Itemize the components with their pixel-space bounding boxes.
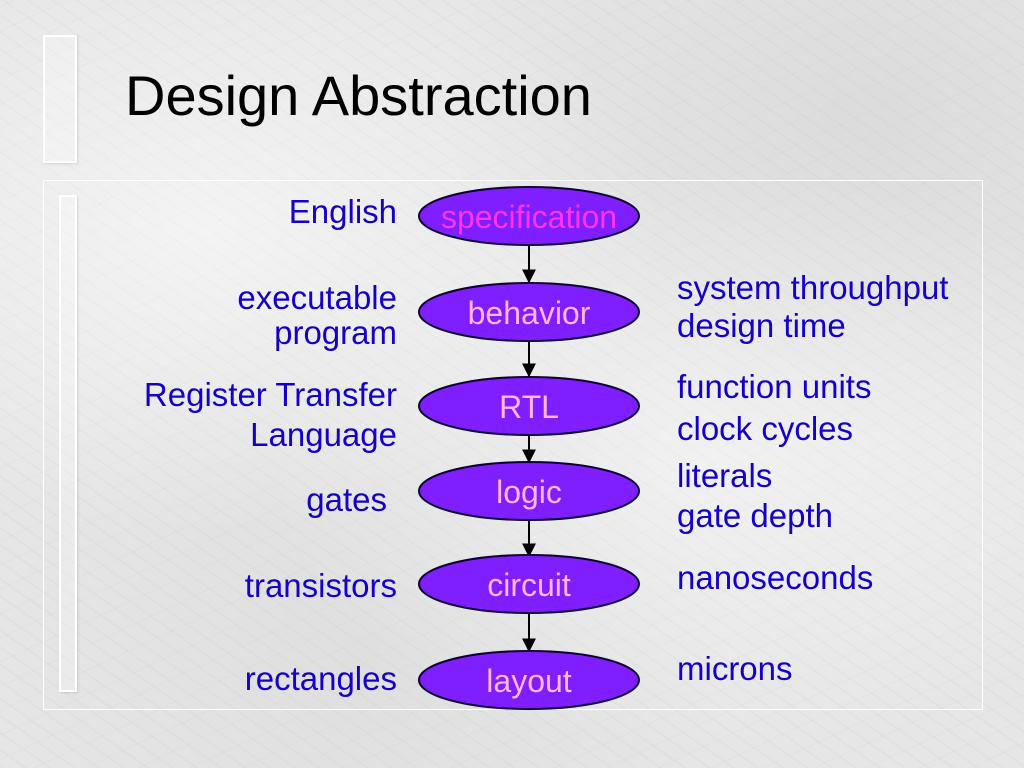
label-line: function units [677, 368, 872, 405]
metric-label-nanoseconds: nanoseconds [677, 560, 873, 596]
label-line: transistors [244, 567, 397, 604]
metric-label-throughput-design-time: system throughput design time [677, 269, 948, 345]
node-ellipse [418, 554, 640, 614]
node-label: circuit [487, 567, 571, 603]
level-label-transistors: transistors [245, 568, 397, 604]
slide-title: Design Abstraction [125, 64, 592, 127]
level-label-executable-program: executable program [237, 280, 397, 350]
level-label-rectangles: rectangles [245, 661, 397, 697]
node-label: RTL [499, 389, 559, 425]
node-ellipse [418, 650, 640, 710]
label-line: gate depth [677, 497, 833, 534]
metric-label-literals-gate-depth: literals gate depth [677, 456, 833, 536]
label-line: Register Transfer [143, 376, 397, 413]
label-line: program [274, 314, 397, 351]
decorative-side-bar [59, 195, 77, 692]
label-line: microns [677, 650, 793, 687]
metric-label-function-units-clock-cycles: function units clock cycles [677, 366, 871, 450]
node-label: behavior [468, 295, 591, 331]
node-ellipse [418, 282, 640, 342]
node-rtl: RTL [418, 376, 640, 436]
node-label: logic [496, 474, 562, 510]
label-line: nanoseconds [677, 559, 874, 596]
node-ellipse [418, 376, 640, 436]
label-line: design time [677, 307, 846, 344]
level-label-gates: gates [306, 482, 387, 518]
node-layout: layout [418, 650, 640, 710]
label-line: Language [250, 416, 397, 453]
label-line: clock cycles [677, 410, 854, 447]
label-line: rectangles [244, 660, 397, 697]
label-line: system throughput [677, 269, 949, 306]
label-line: literals [677, 457, 773, 494]
node-specification: specification [418, 186, 640, 246]
decorative-title-bar [43, 35, 77, 163]
node-behavior: behavior [418, 282, 640, 342]
label-line: English [288, 193, 397, 230]
label-line: executable [237, 279, 397, 316]
level-label-english: English [289, 194, 397, 230]
node-logic: logic [418, 461, 640, 521]
node-label: layout [486, 663, 572, 699]
level-label-register-transfer-language: Register Transfer Language [144, 375, 397, 455]
node-circuit: circuit [418, 554, 640, 614]
node-ellipse [418, 186, 640, 246]
label-line: gates [306, 481, 387, 518]
metric-label-microns: microns [677, 651, 793, 687]
node-ellipse [418, 461, 640, 521]
node-label: specification [441, 199, 617, 235]
